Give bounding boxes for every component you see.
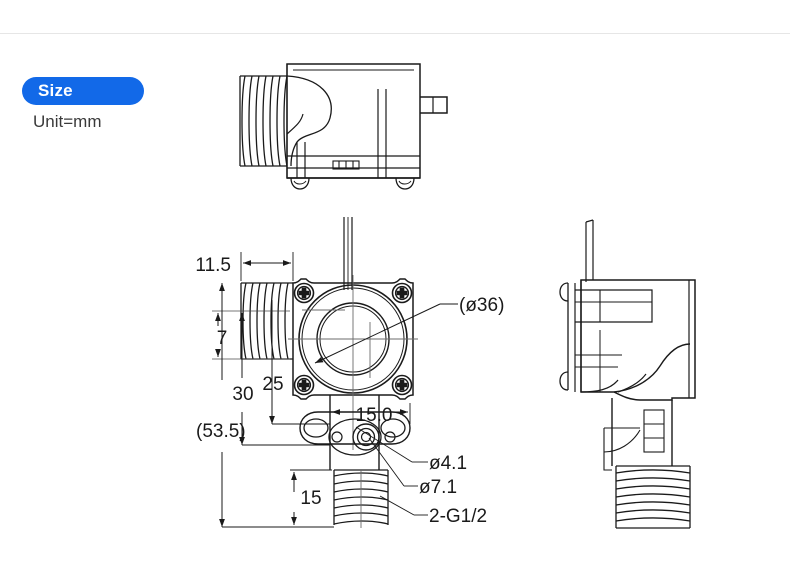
top-view <box>239 63 448 190</box>
dim-d36-label: (ø36) <box>459 295 504 316</box>
dim-30-label: 30 <box>232 384 253 405</box>
front-view-center-port <box>328 418 396 456</box>
dim-d4-1-label: ø4.1 <box>429 453 467 474</box>
top-view-connector-pins <box>332 160 360 170</box>
size-badge: Size <box>22 77 144 105</box>
dimension-labels: 11.5 7 30 25 (53.5) 15.0 15 (ø36) ø4.1 ø… <box>195 255 504 527</box>
side-view-outlet-thread <box>615 465 691 529</box>
unit-label: Unit=mm <box>33 112 102 131</box>
dim-7-label: 7 <box>217 328 228 349</box>
top-view-thread <box>239 75 288 167</box>
dim-15-0-label: 15.0 <box>356 405 393 426</box>
dim-d7-1-label: ø7.1 <box>419 477 457 498</box>
dim-thread-label: 2-G1/2 <box>429 506 487 527</box>
front-view <box>240 217 418 528</box>
dim-11-5-label: 11.5 <box>195 255 231 276</box>
dim-53-5-label: (53.5) <box>196 421 246 442</box>
dim-25-label: 25 <box>262 374 283 395</box>
header-divider <box>0 33 790 34</box>
dim-15-label: 15 <box>300 488 321 509</box>
dimension-lines <box>212 252 458 528</box>
front-view-bracket <box>299 411 411 445</box>
side-view <box>559 219 696 529</box>
front-view-inlet-thread <box>240 282 293 360</box>
side-view-antenna <box>585 219 594 282</box>
front-view-antenna <box>343 217 353 290</box>
